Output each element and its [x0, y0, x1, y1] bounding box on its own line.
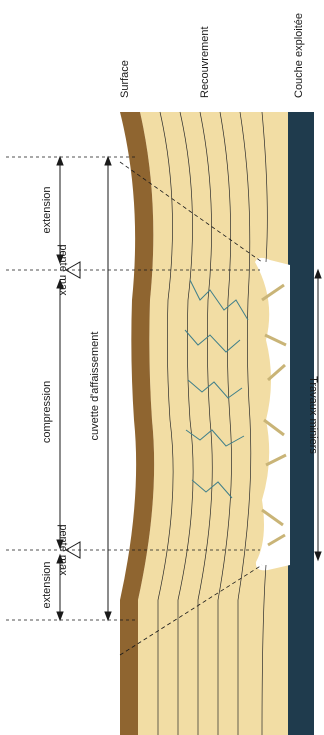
- label-compression: compression: [41, 381, 53, 443]
- label-recouvrement: Recouvrement: [199, 26, 211, 98]
- label-extension-bottom: extension: [41, 561, 53, 608]
- label-pente-max-bottom: pente max: [57, 524, 69, 576]
- slope-icons: [66, 262, 80, 558]
- label-cuvette: cuvette d'affaissement: [89, 332, 101, 441]
- label-extension-top: extension: [41, 186, 53, 233]
- label-pente-max-top: pente max: [57, 244, 69, 296]
- label-couche: Couche exploitée: [293, 13, 305, 98]
- label-travaux-miniers: Travaux miniers: [307, 376, 319, 454]
- label-surface: Surface: [119, 60, 131, 98]
